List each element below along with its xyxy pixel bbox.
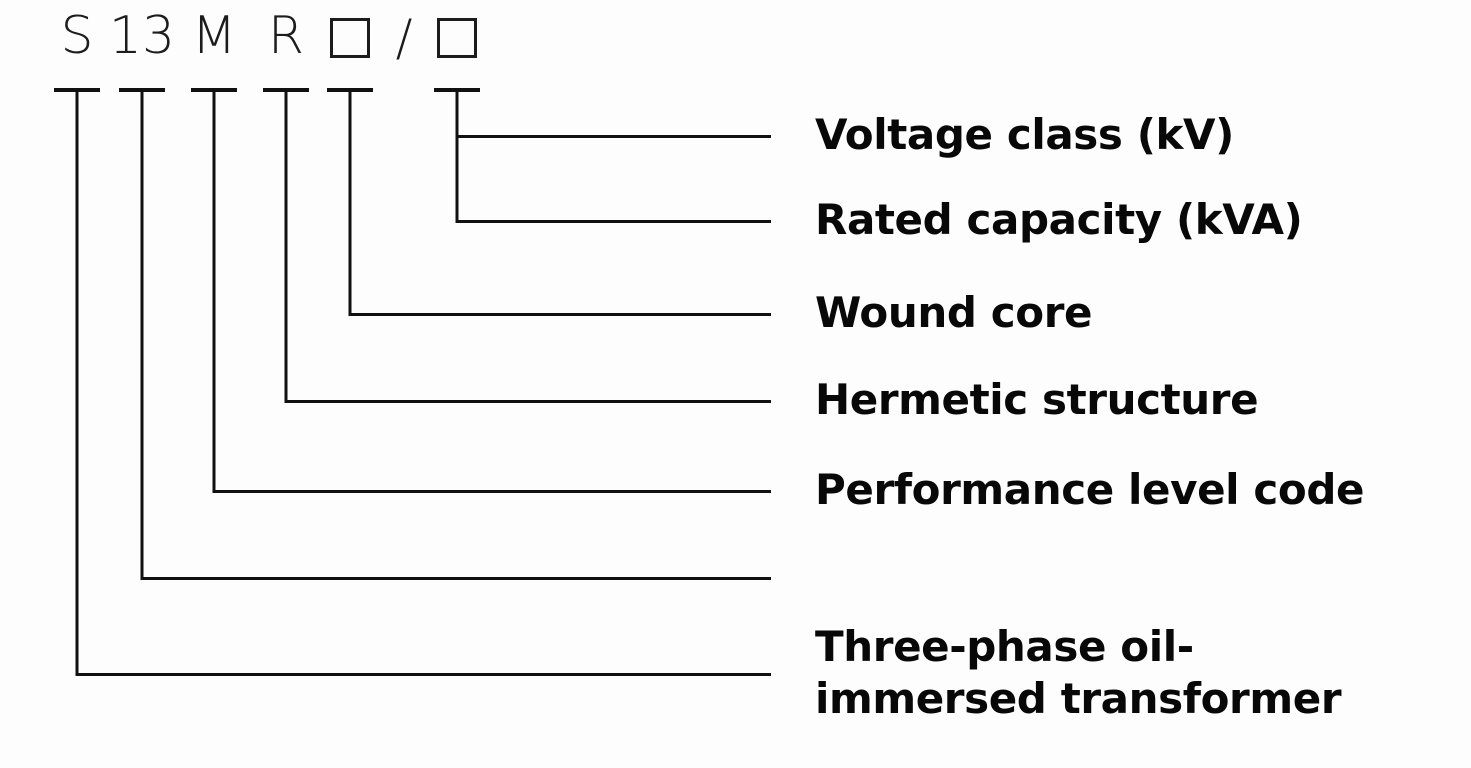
leader-horizontal-line-rated-capacity	[456, 220, 771, 223]
code-char-thirteen: 13	[108, 6, 176, 66]
leader-tick-cap	[327, 88, 373, 92]
leader-vertical-line	[212, 92, 216, 493]
callout-label-hermetic: Hermetic structure	[815, 375, 1259, 424]
leader-horizontal-line-three-phase	[76, 673, 771, 676]
code-placeholder-box	[330, 18, 370, 58]
leader-tick-cap	[54, 88, 100, 92]
leader-vertical-line	[140, 92, 144, 580]
leader-horizontal-line-hermetic	[285, 400, 771, 403]
code-char-s: S	[60, 6, 94, 66]
leader-vertical-line	[75, 92, 79, 676]
code-separator-slash: /	[395, 9, 413, 67]
code-char-m: M	[191, 6, 237, 66]
code-char-r: R	[267, 6, 305, 66]
leader-tick-cap	[263, 88, 309, 92]
leader-tick-cap	[119, 88, 165, 92]
leader-vertical-line	[284, 92, 288, 403]
leader-horizontal-line-wound-core	[349, 313, 771, 316]
leader-horizontal-line-unlabeled	[141, 577, 771, 580]
leader-vertical-line	[455, 92, 459, 223]
callout-label-performance: Performance level code	[815, 465, 1365, 514]
callout-label-rated-capacity: Rated capacity (kVA)	[815, 195, 1303, 244]
callout-label-three-phase: Three-phase oil- immersed transformer	[815, 622, 1342, 723]
code-placeholder-box	[437, 18, 477, 58]
leader-horizontal-line-voltage-class	[456, 135, 771, 138]
leader-tick-cap	[434, 88, 480, 92]
callout-label-wound-core: Wound core	[815, 288, 1093, 337]
callout-label-voltage-class: Voltage class (kV)	[815, 110, 1234, 159]
leader-tick-cap	[191, 88, 237, 92]
leader-vertical-line	[348, 92, 352, 316]
leader-horizontal-line-performance	[213, 490, 771, 493]
